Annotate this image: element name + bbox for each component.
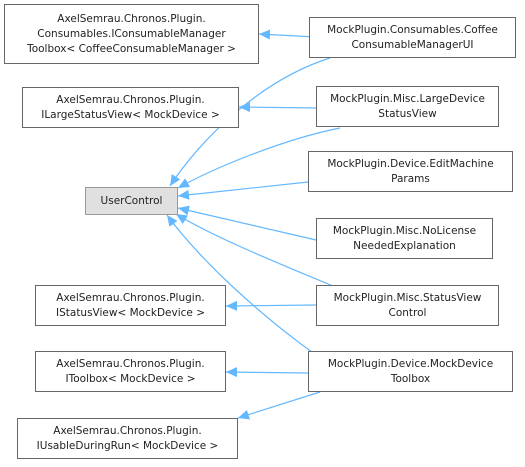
- node-label-line: Control: [388, 306, 427, 319]
- node-label-line: StatusView: [378, 107, 437, 120]
- edge-large-status-view-to-ilargestatusview: [238, 102, 317, 113]
- node-label-line: MockPlugin.Device.EditMachine: [327, 157, 494, 170]
- node-no-license-needed-explanation[interactable]: MockPlugin.Misc.NoLicense NeededExplanat…: [316, 218, 493, 259]
- node-label-line: MockPlugin.Device.MockDevice: [327, 357, 494, 370]
- edge-no-license-to-usercontrol: [177, 205, 317, 241]
- node-usercontrol[interactable]: UserControl: [85, 187, 178, 215]
- node-ilargestatusview[interactable]: AxelSemrau.Chronos.Plugin. ILargeStatusV…: [22, 87, 239, 128]
- node-label-line: NeededExplanation: [353, 239, 456, 252]
- node-label-line: AxelSemrau.Chronos.Plugin.: [56, 291, 205, 304]
- edge-edit-machine-params-to-usercontrol: [177, 181, 309, 200]
- node-coffee-consumable-manager-ui[interactable]: MockPlugin.Consumables.Coffee Consumable…: [309, 17, 516, 58]
- node-label-line: IToolbox< MockDevice >: [65, 372, 196, 385]
- node-large-device-status-view[interactable]: MockPlugin.Misc.LargeDevice StatusView: [316, 86, 499, 127]
- node-label-line: AxelSemrau.Chronos.Plugin.: [56, 357, 205, 370]
- node-label-line: MockPlugin.Misc.StatusView: [333, 291, 482, 304]
- node-label-line: ConsumableManagerUI: [351, 38, 474, 51]
- node-label-line: UserControl: [100, 194, 163, 207]
- node-status-view-control[interactable]: MockPlugin.Misc.StatusView Control: [316, 285, 499, 326]
- node-label-line: AxelSemrau.Chronos.Plugin.: [56, 93, 205, 106]
- node-itoolbox[interactable]: AxelSemrau.Chronos.Plugin. IToolbox< Moc…: [35, 351, 226, 392]
- node-label-line: ILargeStatusView< MockDevice >: [41, 108, 220, 121]
- node-label-line: Consumables.IConsumableManager: [37, 27, 226, 40]
- node-label-line: MockPlugin.Consumables.Coffee: [327, 23, 498, 36]
- node-mock-device-toolbox[interactable]: MockPlugin.Device.MockDevice Toolbox: [308, 351, 513, 392]
- node-label-line: Toolbox< CoffeeConsumableManager >: [27, 42, 236, 55]
- edge-mock-device-toolbox-to-iusableduringrun: [237, 391, 321, 420]
- node-label-line: IUsableDuringRun< MockDevice >: [36, 439, 219, 452]
- edge-mock-device-toolbox-to-itoolbox: [225, 367, 309, 378]
- edge-status-view-control-to-istatusview: [225, 300, 317, 311]
- node-iconsumable-toolbox[interactable]: AxelSemrau.Chronos.Plugin. Consumables.I…: [4, 4, 259, 64]
- node-label-line: AxelSemrau.Chronos.Plugin.: [57, 12, 206, 25]
- edge-mock-device-toolbox-to-usercontrol: [166, 214, 317, 356]
- edge-large-status-view-to-usercontrol: [177, 127, 341, 189]
- node-label-line: Params: [391, 172, 430, 185]
- node-iusableduringrun[interactable]: AxelSemrau.Chronos.Plugin. IUsableDuring…: [17, 418, 238, 459]
- node-label-line: IStatusView< MockDevice >: [56, 306, 205, 319]
- node-label-line: MockPlugin.Misc.LargeDevice: [330, 92, 485, 105]
- edge-status-view-control-to-usercontrol: [175, 213, 334, 287]
- node-label-line: AxelSemrau.Chronos.Plugin.: [53, 424, 202, 437]
- edge-coffee-ui-to-iconsumable-toolbox: [258, 29, 317, 40]
- node-istatusview[interactable]: AxelSemrau.Chronos.Plugin. IStatusView< …: [35, 285, 226, 326]
- node-label-line: MockPlugin.Misc.NoLicense: [332, 224, 477, 237]
- node-edit-machine-params[interactable]: MockPlugin.Device.EditMachine Params: [308, 151, 513, 192]
- node-label-line: Toolbox: [390, 372, 431, 385]
